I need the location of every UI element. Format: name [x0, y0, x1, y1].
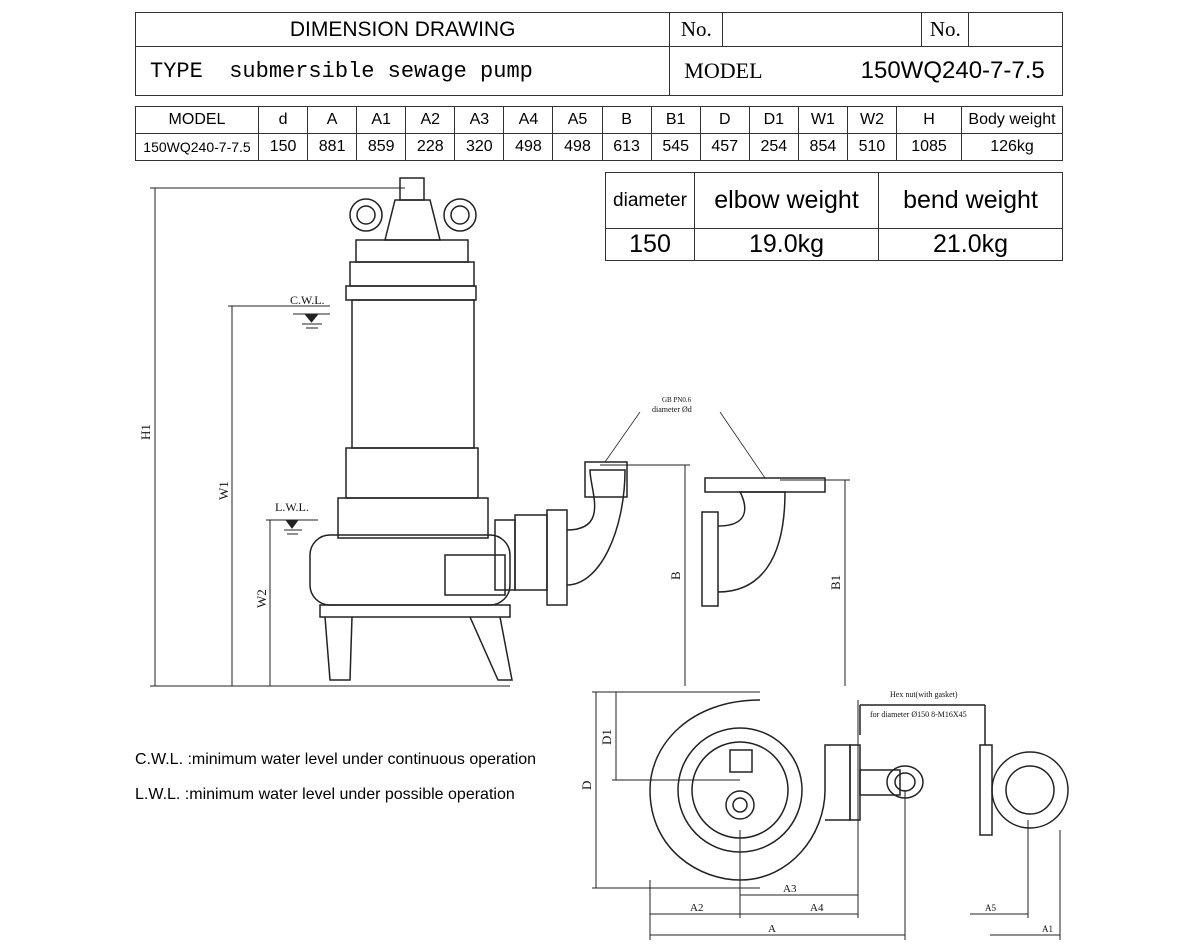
cell: 150WQ240-7-7.5	[135, 133, 259, 161]
dim-w1: W1	[216, 481, 231, 500]
cell: 498	[503, 133, 554, 161]
no-label: No.	[921, 12, 970, 47]
dim-a5: A5	[985, 903, 996, 913]
type-value: submersible sewage pump	[229, 58, 533, 84]
cell: 228	[405, 133, 456, 161]
col-a: A	[307, 106, 358, 134]
hex-nut-label: Hex nut(with gasket)	[890, 690, 958, 699]
dim-a: A	[768, 923, 776, 935]
col-diameter: diameter	[605, 172, 695, 229]
dim-b1: B1	[828, 575, 843, 590]
cell: 498	[552, 133, 603, 161]
lwl-label: L.W.L.	[275, 500, 309, 514]
cell: 21.0kg	[878, 228, 1063, 261]
cell: 19.0kg	[694, 228, 879, 261]
cell: 613	[601, 133, 652, 161]
col-a5: A5	[552, 106, 603, 134]
dimension-lines	[150, 187, 1061, 940]
col-d: d	[257, 106, 309, 134]
note-lwl: L.W.L. :minimum water level under possib…	[135, 786, 515, 803]
cell: 881	[307, 133, 358, 161]
dim-a1: A1	[1042, 924, 1053, 934]
lwl-symbol	[280, 519, 316, 535]
cell: 545	[650, 133, 701, 161]
drawing-title: DIMENSION DRAWING	[134, 12, 671, 47]
flange-diameter: diameter Ød	[652, 405, 692, 414]
cell: 320	[454, 133, 505, 161]
weight-table: diameter elbow weight bend weight 150 19…	[605, 172, 1063, 261]
dim-d1: D1	[599, 729, 614, 745]
pump-side-view	[309, 177, 628, 681]
cell: 150	[605, 228, 695, 261]
bend-view	[701, 477, 826, 607]
pump-top-view	[649, 699, 1069, 881]
dim-d: D	[579, 781, 594, 790]
dimension-table: MODEL d A A1 A2 A3 A4 A5 B B1 D D1 W1 W2…	[135, 106, 1063, 161]
cell: 859	[356, 133, 407, 161]
dim-h1: H1	[138, 424, 153, 440]
col-bend-weight: bend weight	[878, 172, 1063, 229]
dim-a2: A2	[690, 902, 703, 914]
type-cell: TYPE submersible sewage pump	[134, 46, 671, 96]
model-label: MODEL	[684, 58, 763, 83]
no-label: No.	[669, 12, 724, 47]
model-cell: MODEL 150WQ240-7-7.5	[669, 46, 1063, 96]
dimension-header-row: MODEL d A A1 A2 A3 A4 A5 B B1 D D1 W1 W2…	[135, 106, 1063, 134]
cell: 854	[797, 133, 848, 161]
note-cwl: C.W.L. :minimum water level under contin…	[135, 751, 537, 768]
cell: 510	[846, 133, 898, 161]
dim-b: B	[668, 571, 683, 580]
dim-w2: W2	[254, 589, 269, 608]
hex-nut-spec: for diameter Ø150 8-M16X45	[870, 710, 967, 719]
col-body-weight: Body weight	[961, 106, 1063, 134]
cell: 126kg	[961, 133, 1063, 161]
cwl-label: C.W.L.	[290, 293, 325, 307]
dim-a4: A4	[810, 902, 824, 914]
flange-leader	[604, 411, 766, 479]
cell: 1085	[896, 133, 962, 161]
title-block: DIMENSION DRAWING No. No. TYPE submersib…	[134, 12, 1063, 96]
cell: 150	[257, 133, 309, 161]
cell: 254	[748, 133, 799, 161]
flange-standard: GB PN0.6	[662, 396, 692, 404]
cell: 457	[699, 133, 750, 161]
type-label: TYPE	[150, 58, 203, 84]
col-w1: W1	[797, 106, 848, 134]
no-value	[968, 12, 1063, 47]
dimension-value-row: 150WQ240-7-7.5 150 881 859 228 320 498 4…	[135, 133, 1063, 161]
model-value: 150WQ240-7-7.5	[860, 57, 1045, 84]
dim-a3: A3	[783, 883, 797, 895]
col-d-upper: D	[699, 106, 750, 134]
cwl-symbol	[293, 313, 330, 329]
col-a1: A1	[356, 106, 407, 134]
col-a3: A3	[454, 106, 505, 134]
col-d1: D1	[748, 106, 799, 134]
